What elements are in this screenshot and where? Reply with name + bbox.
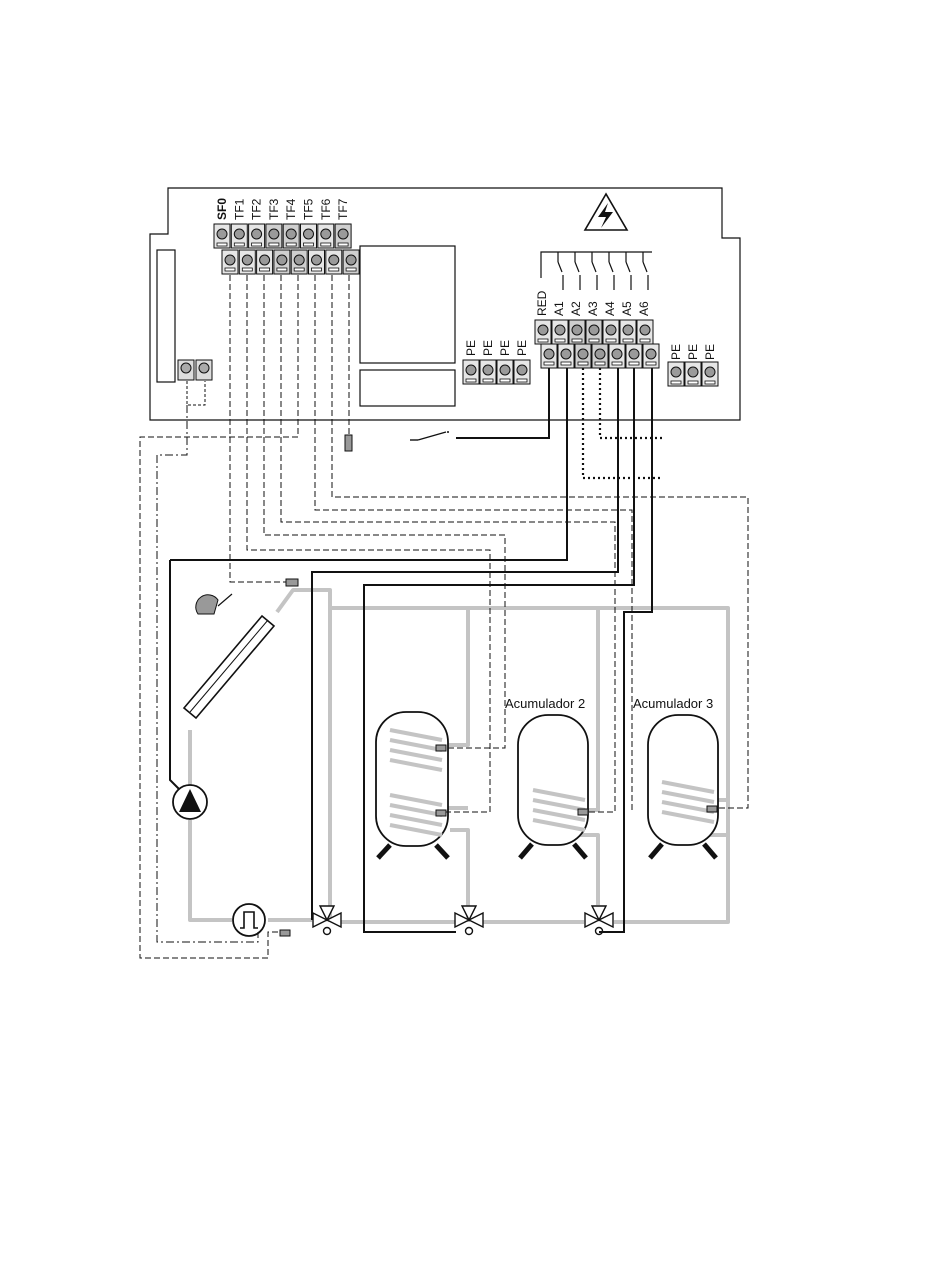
pe-right-labels-2: PE bbox=[703, 344, 717, 360]
sensor-lower-terminal-7 bbox=[343, 250, 359, 274]
tank-2: Acumulador 2 bbox=[505, 696, 588, 858]
pe-left-labels-3: PE bbox=[515, 340, 529, 356]
output-blocks-terminal-4 bbox=[603, 320, 619, 344]
pe-right-terminals bbox=[668, 362, 718, 386]
output-lower-terminal-0 bbox=[541, 344, 557, 368]
power-wires bbox=[312, 368, 652, 932]
output-labels-3: A3 bbox=[586, 301, 600, 316]
sensor-blocks-terminal-5 bbox=[301, 224, 317, 248]
tf7-sensor bbox=[345, 435, 352, 451]
output-labels-5: A5 bbox=[620, 301, 634, 316]
sensor-blocks-terminal-4 bbox=[283, 224, 299, 248]
sensor-lower-terminal-4 bbox=[291, 250, 307, 274]
output-blocks-terminal-1 bbox=[552, 320, 568, 344]
pe-right-blocks-terminal-1 bbox=[685, 362, 701, 386]
output-terminal-blocks bbox=[535, 320, 659, 368]
sensor-lower-terminal-1 bbox=[239, 250, 255, 274]
output-lower-terminal-1 bbox=[558, 344, 574, 368]
output-blocks-terminal-6 bbox=[637, 320, 653, 344]
collector-sensor bbox=[286, 579, 298, 586]
sensor-lower-terminal-3 bbox=[274, 250, 290, 274]
sensor-labels-7: TF7 bbox=[336, 198, 350, 220]
output-labels-0: RED bbox=[535, 290, 549, 316]
left-slot bbox=[157, 250, 175, 382]
output-lower-terminal-2 bbox=[575, 344, 591, 368]
pe-left-labels-1: PE bbox=[481, 340, 495, 356]
sensor-blocks-terminal-2 bbox=[249, 224, 265, 248]
solar-collector-icon bbox=[184, 616, 274, 718]
output-labels-6: A6 bbox=[637, 301, 651, 316]
pe-left-terminals bbox=[463, 360, 530, 384]
pe-left-blocks-terminal-3 bbox=[514, 360, 530, 384]
temperature-sensor-icon bbox=[196, 594, 232, 614]
sensor-blocks-terminal-0 bbox=[214, 224, 230, 248]
pe-left-labels-0: PE bbox=[464, 340, 478, 356]
sensor-labels-3: TF3 bbox=[267, 198, 281, 220]
output-lower-terminal-5 bbox=[626, 344, 642, 368]
display-upper bbox=[360, 246, 455, 363]
pe-left-blocks-terminal-1 bbox=[480, 360, 496, 384]
output-blocks-terminal-5 bbox=[620, 320, 636, 344]
sensor-blocks-terminal-1 bbox=[231, 224, 247, 248]
output-blocks-terminal-3 bbox=[586, 320, 602, 344]
sensor-labels-0: SF0 bbox=[215, 198, 229, 220]
pump-icon bbox=[170, 560, 568, 819]
sensor-lower-terminal-2 bbox=[257, 250, 273, 274]
tank-3: Acumulador 3 bbox=[633, 696, 718, 858]
output-blocks-terminal-0 bbox=[535, 320, 551, 344]
tank-2-label: Acumulador 2 bbox=[505, 696, 585, 711]
sensor-blocks-terminal-6 bbox=[318, 224, 334, 248]
sensor-labels-2: TF2 bbox=[250, 198, 264, 220]
switch-icon bbox=[447, 431, 449, 433]
sensor-lower-terminal-5 bbox=[309, 250, 325, 274]
sensor-blocks-terminal-7 bbox=[335, 224, 351, 248]
output-lower-terminal-6 bbox=[643, 344, 659, 368]
pe-left-labels-2: PE bbox=[498, 340, 512, 356]
sensor-lower-terminal-0 bbox=[222, 250, 238, 274]
sensor-labels-1: TF1 bbox=[232, 198, 246, 220]
pe-right-blocks-terminal-2 bbox=[702, 362, 718, 386]
sensor-labels-4: TF4 bbox=[284, 198, 298, 220]
bus-cable bbox=[157, 405, 258, 942]
output-blocks-terminal-2 bbox=[569, 320, 585, 344]
output-labels-2: A2 bbox=[569, 301, 583, 316]
sensor-lower-terminal-6 bbox=[326, 250, 342, 274]
tank-3-label: Acumulador 3 bbox=[633, 696, 713, 711]
flow-sensor bbox=[280, 930, 290, 936]
sensor-labels-5: TF5 bbox=[302, 198, 316, 220]
pe-right-labels-0: PE bbox=[669, 344, 683, 360]
tank-1 bbox=[376, 712, 448, 858]
flow-meter-icon bbox=[233, 904, 265, 936]
output-labels-4: A4 bbox=[603, 301, 617, 316]
pe-right-blocks-terminal-0 bbox=[668, 362, 684, 386]
sensor-labels-6: TF6 bbox=[319, 198, 333, 220]
output-lower-terminal-4 bbox=[609, 344, 625, 368]
display-lower bbox=[360, 370, 455, 406]
sensor-blocks-terminal-3 bbox=[266, 224, 282, 248]
pe-right-labels-1: PE bbox=[686, 344, 700, 360]
output-lower-row bbox=[541, 344, 659, 368]
output-labels-1: A1 bbox=[552, 301, 566, 316]
pe-left-blocks-terminal-2 bbox=[497, 360, 513, 384]
pe-left-blocks-terminal-0 bbox=[463, 360, 479, 384]
output-lower-terminal-3 bbox=[592, 344, 608, 368]
